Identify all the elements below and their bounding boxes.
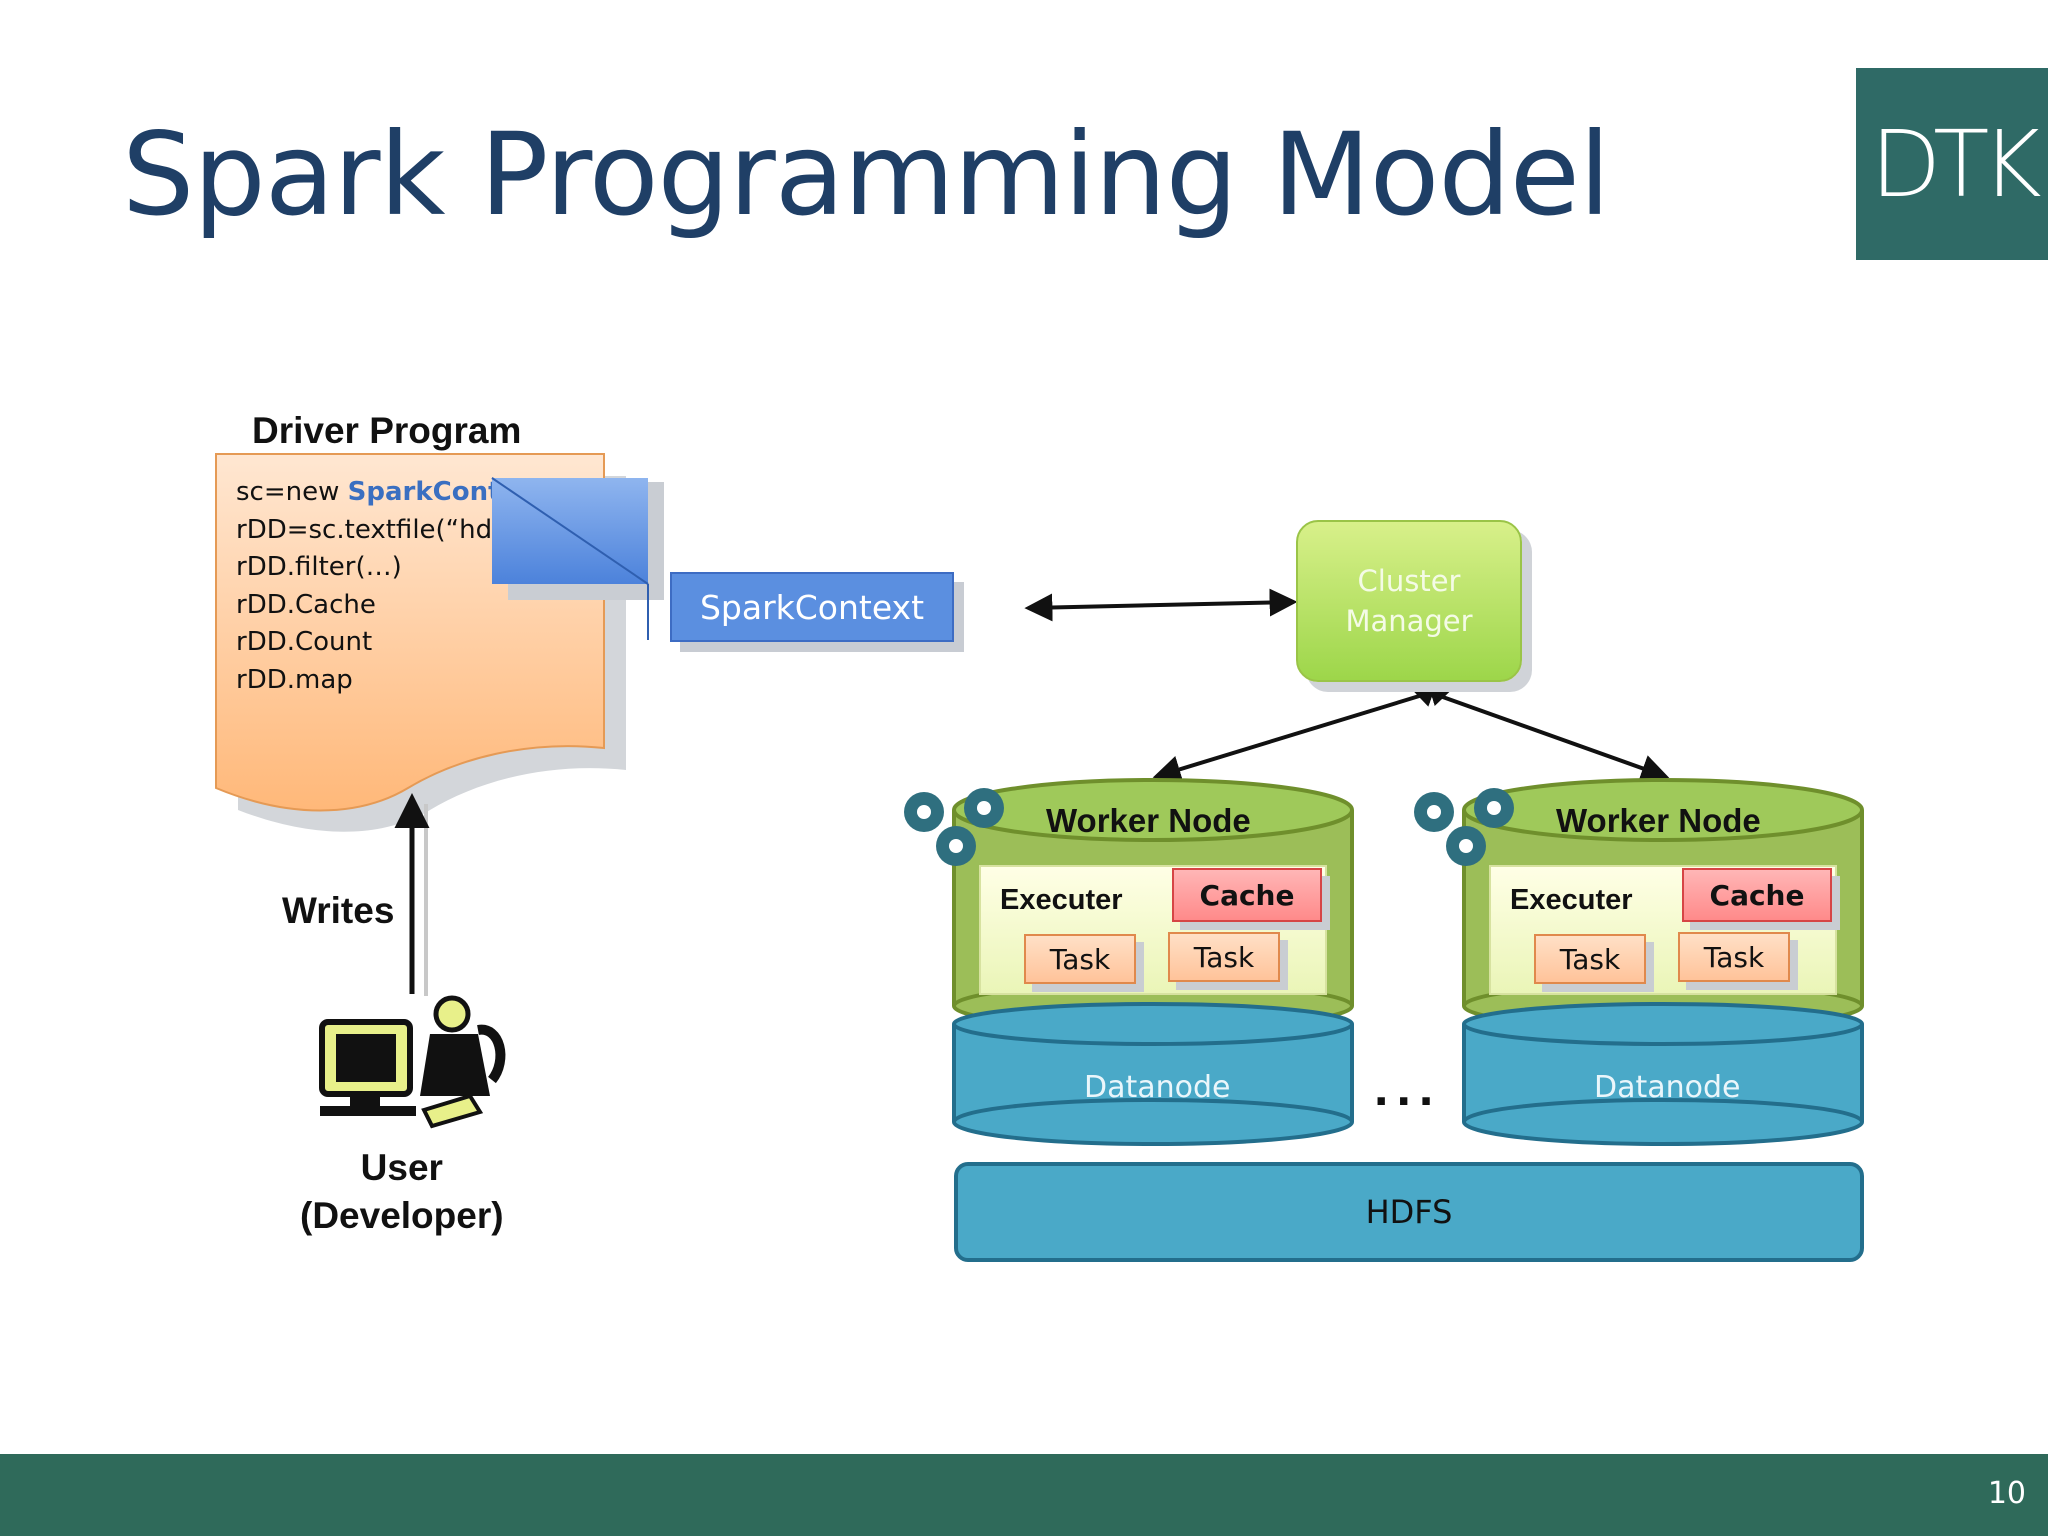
cluster-manager-box: Cluster Manager [1296, 520, 1522, 682]
executer-2-label: Executer [1510, 884, 1633, 916]
code-line: rDD.Count [236, 627, 373, 657]
footer-bar: 10 [0, 1454, 2048, 1536]
code-line: rDD.filter(…) [236, 552, 402, 582]
cache-1-box: Cache [1172, 868, 1322, 922]
user-label: User (Developer) [300, 1144, 504, 1240]
executer-1-label: Executer [1000, 884, 1123, 916]
driver-code: sc=new SparkContext rDD=sc.textfile(“hdf… [236, 474, 494, 699]
task-box: Task [1168, 932, 1280, 982]
datanode-1-label: Datanode [1084, 1070, 1231, 1105]
ellipsis: ... [1374, 1059, 1442, 1117]
worker-node-1-title: Worker Node [1046, 802, 1251, 839]
task-box: Task [1024, 934, 1136, 984]
task-box: Task [1534, 934, 1646, 984]
spark-context-box: SparkContext [670, 572, 954, 642]
arrow-sc-cm [1024, 588, 1298, 622]
driver-program-title: Driver Program [252, 410, 522, 451]
task-box: Task [1678, 932, 1790, 982]
cache-2-box: Cache [1682, 868, 1832, 922]
code-line: rDD=sc.textfile(“hdfs [236, 514, 494, 545]
arrow-cm-worker1 [1152, 679, 1458, 783]
datanode-2-label: Datanode [1594, 1070, 1741, 1105]
gear-icon-worker2 [1414, 788, 1514, 866]
user-line2: (Developer) [300, 1195, 504, 1236]
cluster-manager-line1: Cluster [1357, 564, 1461, 598]
worker-node-2-drawing [1462, 778, 1864, 1146]
worker-node-2-title: Worker Node [1556, 802, 1761, 839]
code-line: rDD.map [236, 664, 353, 695]
writes-label: Writes [282, 890, 395, 931]
page-number: 10 [1987, 1476, 2026, 1511]
code-line: sc=new SparkContext [236, 477, 494, 507]
dtk-logo: DTK [1856, 68, 2048, 260]
cluster-manager-line2: Manager [1345, 604, 1473, 638]
slide-title: Spark Programming Model [122, 108, 1611, 241]
code-line: rDD.Cache [236, 589, 376, 620]
user-line1: User [360, 1147, 443, 1188]
gear-icon-worker1 [904, 788, 1004, 866]
hdfs-box: HDFS [954, 1162, 1864, 1262]
arrow-cm-worker2 [1406, 680, 1670, 782]
user-developer-clipart [319, 995, 506, 1129]
